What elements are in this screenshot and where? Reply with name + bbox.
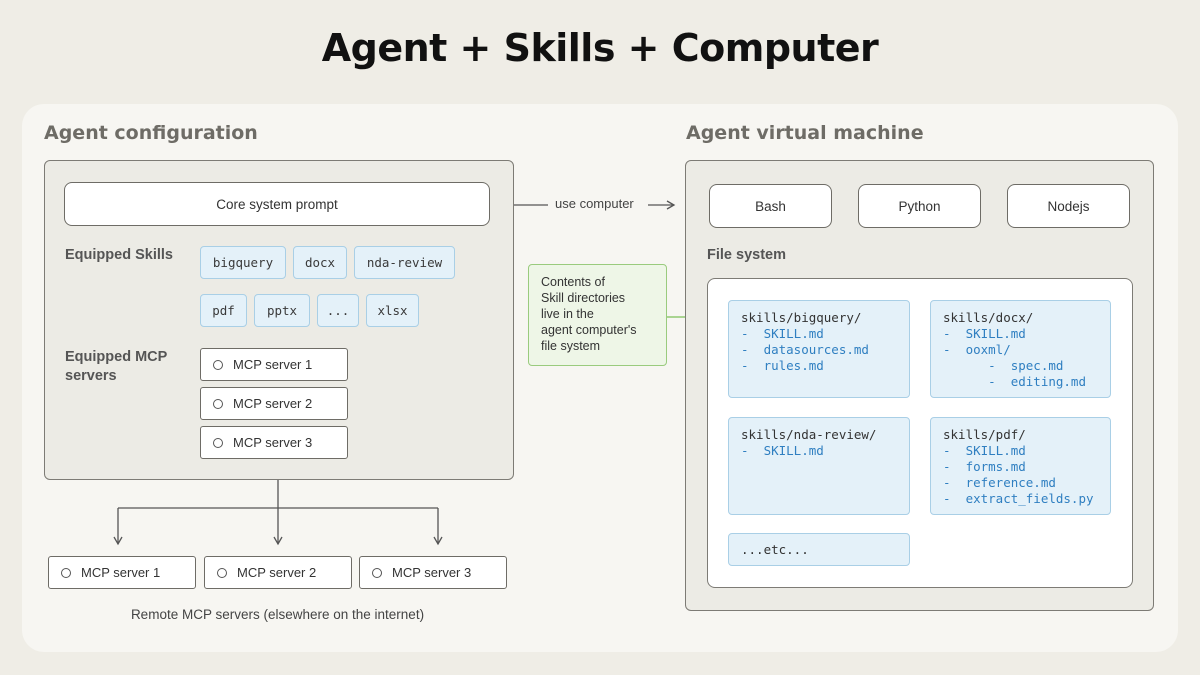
skill-chip: pdf (200, 294, 247, 327)
skill-dir-etc: ...etc... (728, 533, 910, 566)
equipped-mcp-server-2: MCP server 2 (200, 387, 348, 420)
remote-mcp-caption: Remote MCP servers (elsewhere on the int… (130, 607, 425, 622)
skill-directories-callout: Contents of Skill directories live in th… (528, 264, 667, 366)
equipped-mcp-label: Equipped MCP servers (65, 349, 168, 384)
circle-icon (213, 437, 223, 448)
runtime-nodejs: Nodejs (1007, 184, 1130, 228)
remote-mcp-server-2: MCP server 2 (204, 556, 352, 589)
equipped-skills-label: Equipped Skills (65, 247, 173, 263)
skill-dir-bigquery: skills/bigquery/ - SKILL.md - datasource… (728, 300, 910, 398)
equipped-mcp-server-1: MCP server 1 (200, 348, 348, 381)
circle-icon (217, 567, 227, 578)
skill-dir-docx: skills/docx/ - SKILL.md - ooxml/ - spec.… (930, 300, 1111, 398)
skill-dir-pdf: skills/pdf/ - SKILL.md - forms.md - refe… (930, 417, 1111, 515)
agent-vm-label: Agent virtual machine (686, 122, 924, 144)
equipped-mcp-server-3: MCP server 3 (200, 426, 348, 459)
runtime-bash: Bash (709, 184, 832, 228)
skill-chip: nda-review (354, 246, 455, 279)
diagram-title: Agent + Skills + Computer (321, 26, 879, 70)
remote-mcp-server-1: MCP server 1 (48, 556, 196, 589)
skill-chip: ... (317, 294, 359, 327)
skill-chip: bigquery (200, 246, 286, 279)
circle-icon (372, 567, 382, 578)
circle-icon (61, 567, 71, 578)
skill-chip: docx (293, 246, 347, 279)
circle-icon (213, 359, 223, 370)
remote-mcp-server-3: MCP server 3 (359, 556, 507, 589)
agent-config-label: Agent configuration (44, 122, 258, 144)
circle-icon (213, 398, 223, 409)
skill-dir-nda-review: skills/nda-review/ - SKILL.md (728, 417, 910, 515)
core-system-prompt: Core system prompt (64, 182, 490, 226)
file-system-label: File system (707, 247, 786, 263)
skill-chip: pptx (254, 294, 310, 327)
skill-chip: xlsx (366, 294, 419, 327)
runtime-python: Python (858, 184, 981, 228)
use-computer-label: use computer (555, 196, 634, 211)
